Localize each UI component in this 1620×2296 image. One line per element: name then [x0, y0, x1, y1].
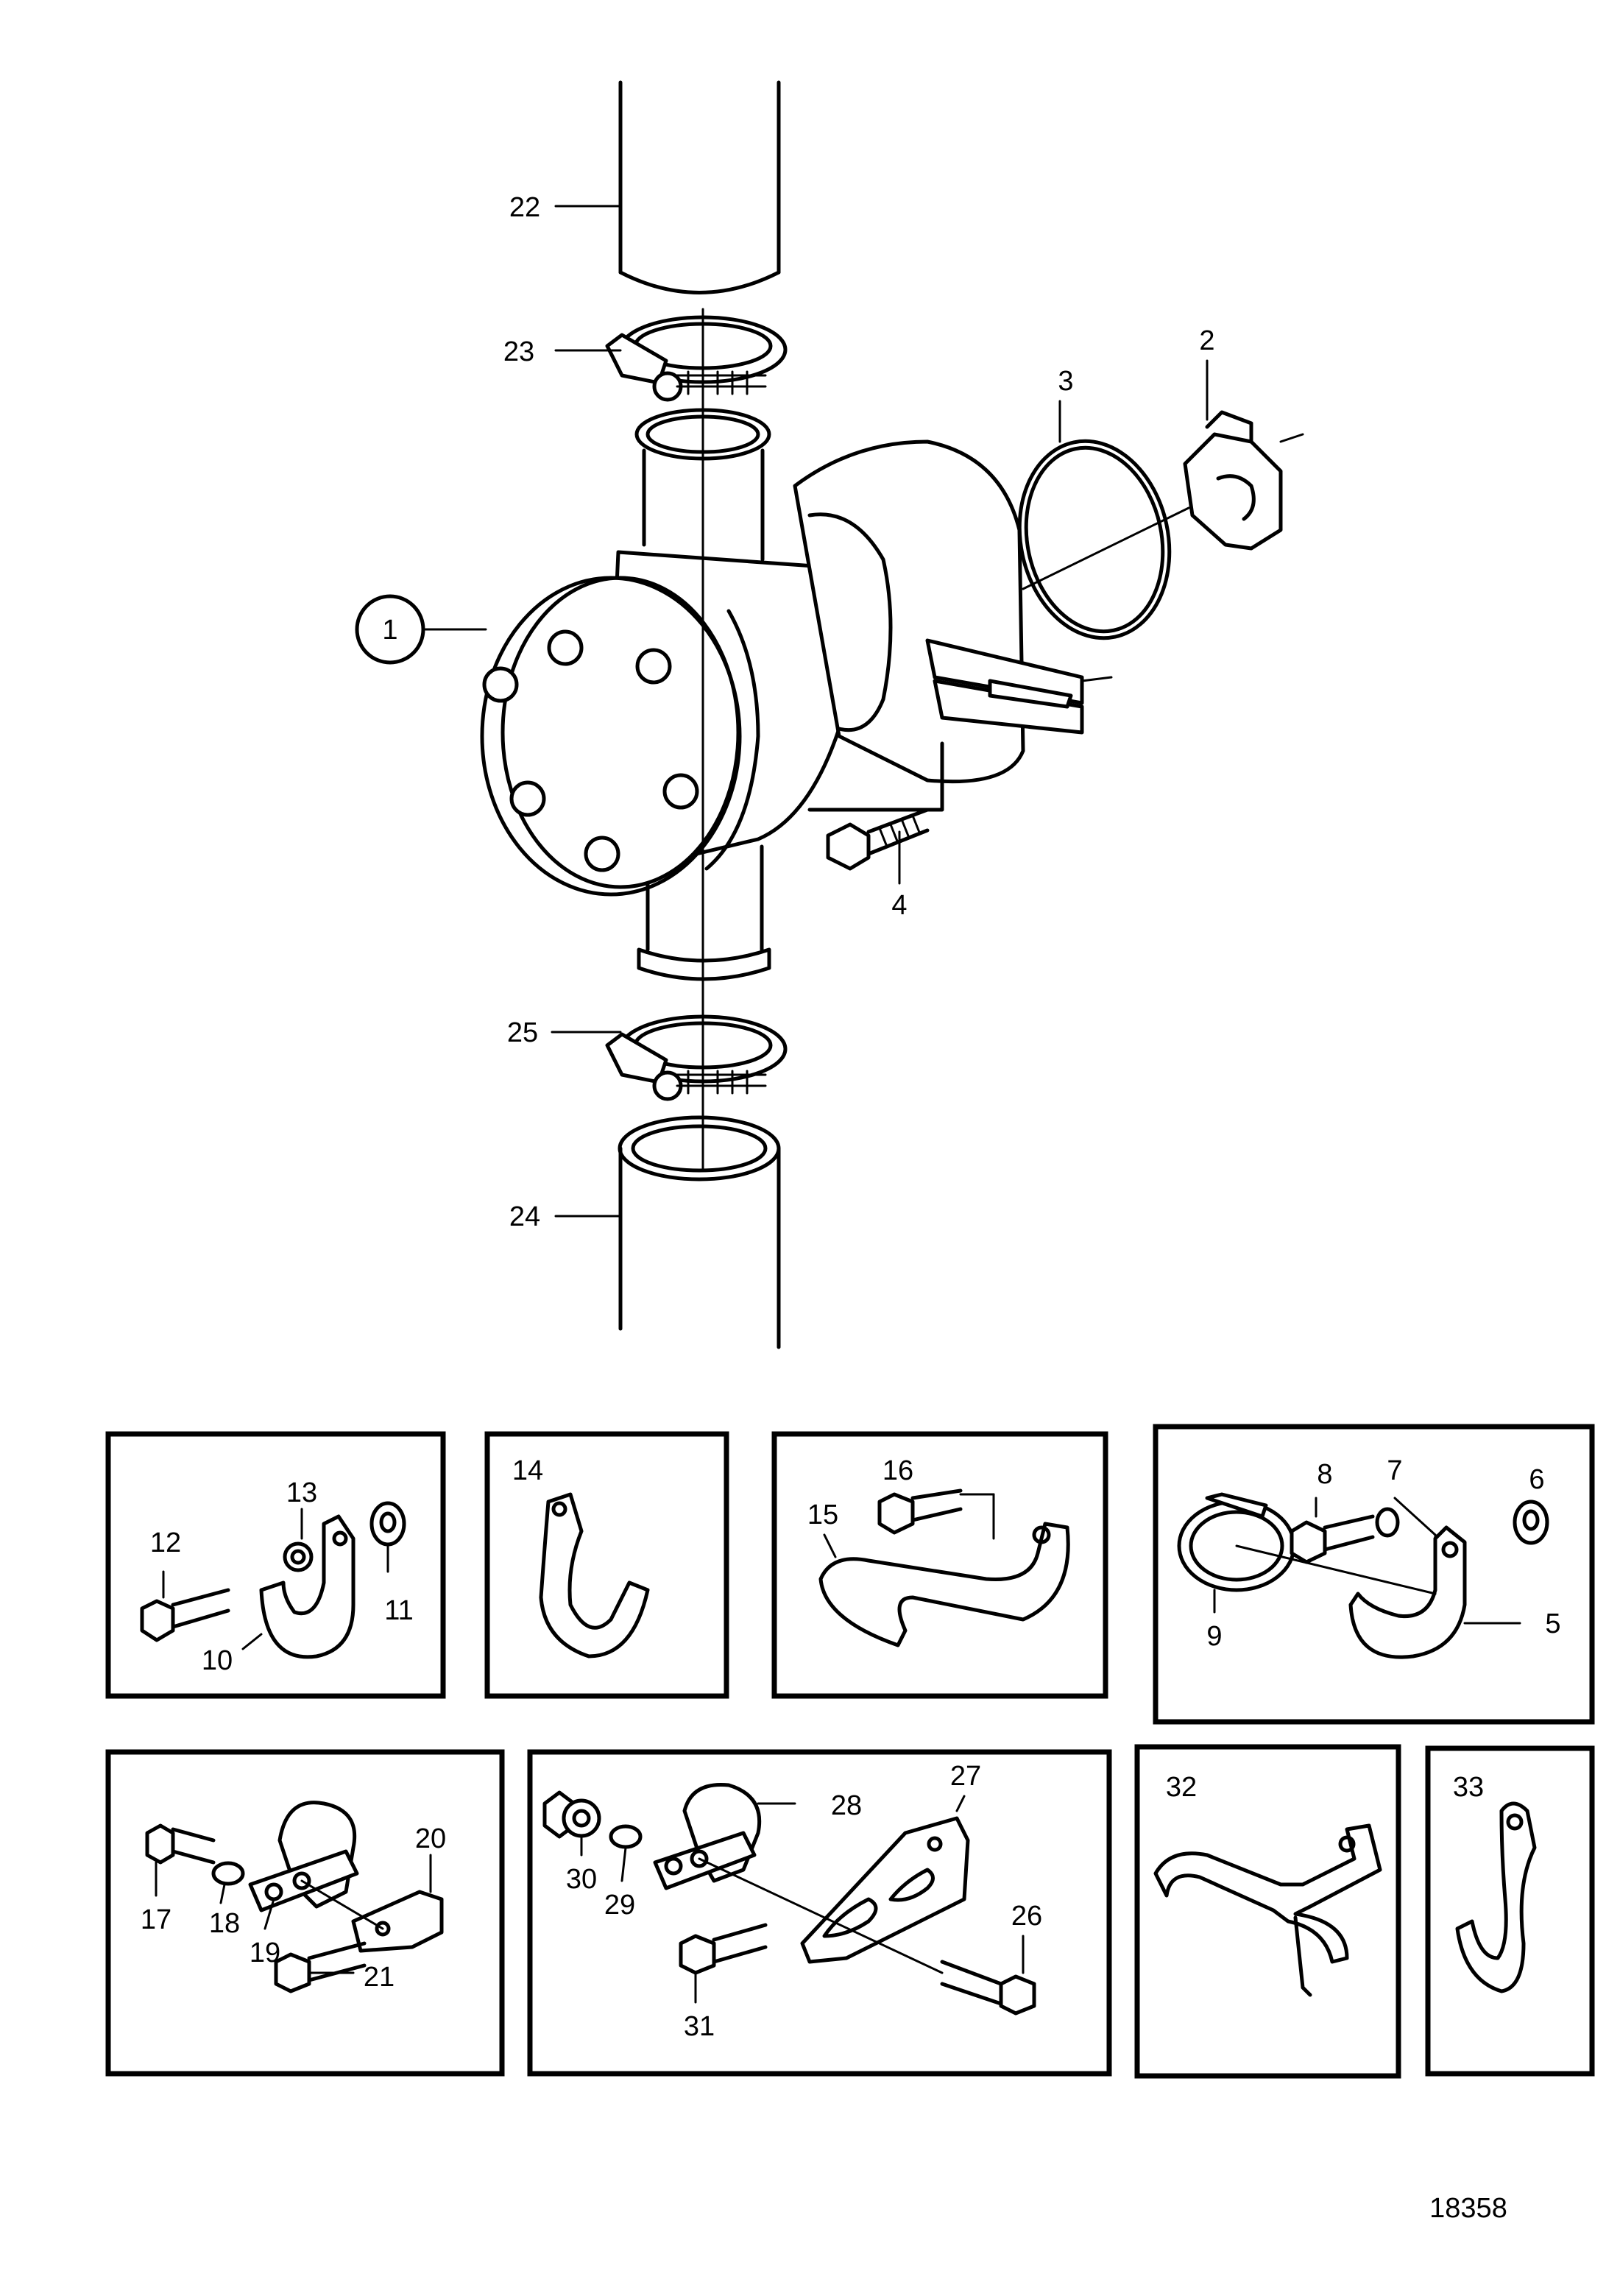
coupling [1183, 410, 1304, 551]
inset-clamp-33 [1425, 1745, 1595, 2077]
callout-17: 17 [141, 1904, 171, 1935]
callout-33: 33 [1453, 1772, 1484, 1803]
callout-19: 19 [250, 1938, 280, 1968]
callout-circle [355, 594, 425, 665]
callout-30: 30 [566, 1864, 597, 1895]
inset-clamp-28 [527, 1749, 1112, 2077]
callout-15: 15 [807, 1500, 838, 1530]
callout-13: 13 [286, 1477, 317, 1508]
callout-32: 32 [1166, 1772, 1197, 1803]
callout-26: 26 [1011, 1901, 1042, 1932]
inset-clamp-5 [1153, 1424, 1595, 1725]
inset-clamp-14 [484, 1431, 729, 1699]
callout-28: 28 [831, 1790, 862, 1821]
callout-20: 20 [415, 1823, 446, 1854]
callout-9: 9 [1206, 1621, 1222, 1652]
callout-14: 14 [512, 1455, 543, 1486]
callout-3: 3 [1058, 366, 1073, 397]
callout-1: 1 [382, 615, 397, 646]
callout-18: 18 [209, 1908, 240, 1939]
pump-housing [480, 439, 1113, 897]
callout-2: 2 [1199, 325, 1214, 356]
inset-bracket-32 [1134, 1744, 1401, 2079]
callout-16: 16 [882, 1455, 913, 1486]
hose-lower [618, 1115, 781, 1349]
callout-31: 31 [684, 2011, 715, 2042]
callout-23: 23 [503, 336, 534, 367]
callout-22: 22 [509, 192, 540, 223]
callout-25: 25 [507, 1017, 538, 1048]
drawing-number: 18358 [1429, 2193, 1507, 2224]
inset-clamp-10 [105, 1431, 446, 1699]
cover-bolts [482, 629, 699, 872]
callout-8: 8 [1317, 1459, 1332, 1490]
inset-clamp-19 [105, 1749, 505, 2077]
hose-upper [618, 80, 781, 294]
hose-clamp-upper [605, 315, 788, 402]
callout-10: 10 [202, 1645, 233, 1676]
callout-6: 6 [1529, 1464, 1544, 1495]
inset-bracket-15 [771, 1431, 1108, 1699]
callout-29: 29 [604, 1890, 635, 1921]
o-ring [1017, 439, 1172, 640]
main-assembly [355, 80, 1304, 1349]
callout-11: 11 [384, 1595, 413, 1626]
callout-4: 4 [891, 890, 907, 921]
callout-21: 21 [364, 1962, 395, 1993]
hose-clamp-lower [605, 1014, 788, 1101]
callout-5: 5 [1545, 1608, 1560, 1639]
callout-7: 7 [1387, 1455, 1402, 1486]
callout-12: 12 [150, 1527, 181, 1558]
mounting-bolt [826, 808, 930, 871]
callout-27: 27 [950, 1761, 981, 1792]
callout-24: 24 [509, 1201, 540, 1232]
